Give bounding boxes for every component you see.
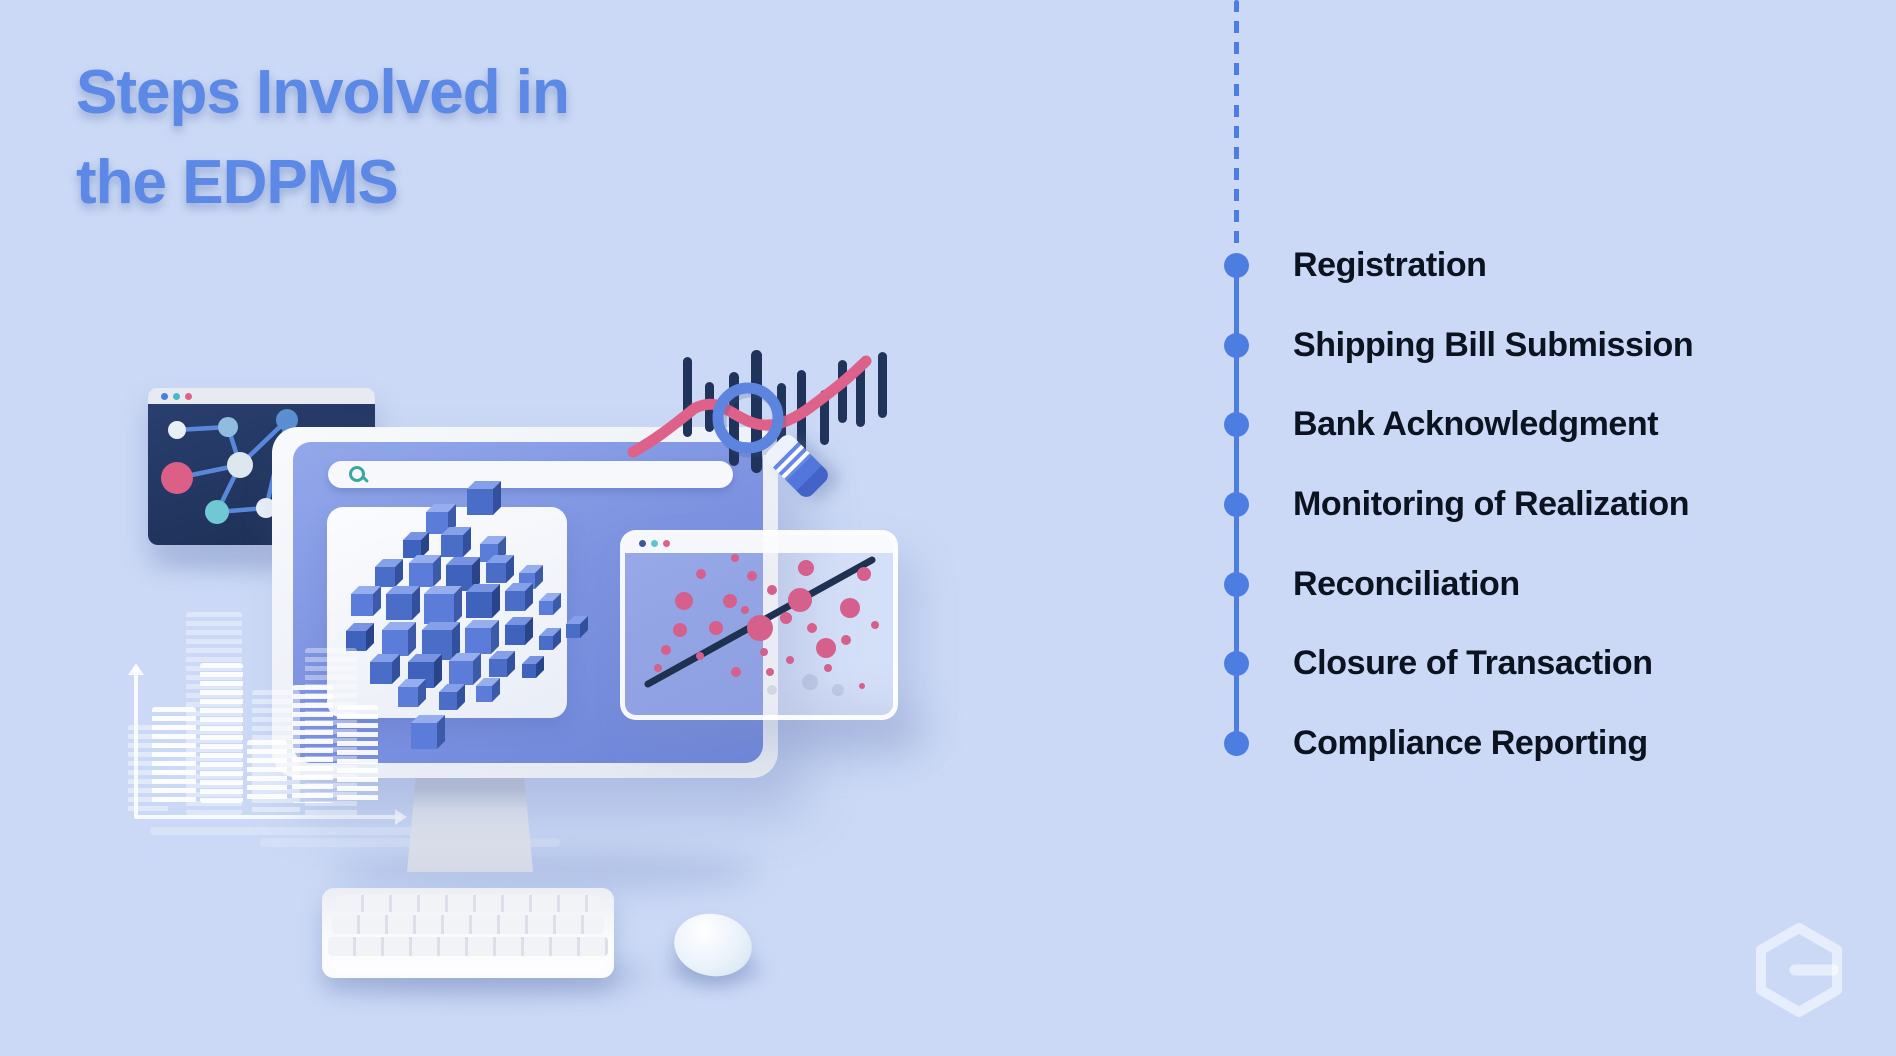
pink-trend-line bbox=[627, 355, 872, 458]
equalizer-bar bbox=[247, 740, 287, 803]
cube bbox=[386, 594, 412, 620]
cube bbox=[409, 563, 433, 587]
cube bbox=[346, 631, 366, 651]
timeline-dot bbox=[1224, 730, 1249, 756]
cube bbox=[426, 512, 448, 534]
y-axis-arrow-icon bbox=[128, 663, 144, 818]
hexagon-g-logo bbox=[1756, 923, 1842, 1017]
timeline-dot bbox=[1224, 252, 1249, 278]
timeline-step: Closure of Transaction bbox=[1224, 623, 1653, 703]
timeline-step: Reconciliation bbox=[1224, 544, 1520, 624]
window-dot-icon bbox=[161, 393, 168, 400]
cube bbox=[489, 659, 507, 677]
cube bbox=[466, 592, 492, 618]
keyboard-row bbox=[332, 915, 604, 934]
cube bbox=[375, 567, 395, 587]
chart-bar bbox=[838, 360, 847, 423]
keyboard-row bbox=[336, 895, 600, 912]
network-nodes bbox=[161, 409, 298, 524]
window-dot-icon bbox=[651, 540, 658, 547]
timeline-dot bbox=[1224, 571, 1249, 597]
cube bbox=[467, 489, 493, 515]
scatter-dots bbox=[654, 554, 879, 689]
title-line-2: the EDPMS bbox=[76, 148, 399, 217]
window-titlebar bbox=[625, 535, 893, 553]
cube bbox=[465, 628, 491, 654]
cube bbox=[505, 591, 525, 611]
timeline-step: Shipping Bill Submission bbox=[1224, 305, 1694, 385]
search-bar bbox=[328, 461, 733, 488]
chart-bar bbox=[820, 390, 829, 445]
window-dot-icon bbox=[185, 393, 192, 400]
search-icon bbox=[349, 466, 365, 482]
step-label: Registration bbox=[1293, 245, 1487, 284]
window-dot-icon bbox=[663, 540, 670, 547]
window-dot-icon bbox=[639, 540, 646, 547]
step-label: Reconciliation bbox=[1293, 564, 1520, 603]
x-axis-arrow-icon bbox=[134, 809, 407, 825]
equalizer-bar bbox=[292, 685, 333, 803]
timeline-dot bbox=[1224, 491, 1249, 517]
cube bbox=[403, 540, 421, 558]
timeline-step: Registration bbox=[1224, 225, 1487, 305]
keyboard bbox=[322, 888, 614, 978]
chart-bar bbox=[751, 350, 762, 473]
cube bbox=[382, 630, 408, 656]
timeline-step: Monitoring of Realization bbox=[1224, 464, 1689, 544]
cube bbox=[351, 594, 373, 616]
step-label: Bank Acknowledgment bbox=[1293, 404, 1659, 443]
scatter-plot-window bbox=[620, 530, 898, 720]
step-label: Shipping Bill Submission bbox=[1293, 325, 1694, 364]
cube bbox=[398, 687, 418, 707]
keyboard-row bbox=[328, 937, 608, 956]
title-line-1: Steps Involved in bbox=[76, 58, 570, 127]
cube bbox=[439, 692, 457, 710]
timeline-dot bbox=[1224, 332, 1249, 358]
equalizer-bar bbox=[200, 663, 243, 803]
scatter-window-shadow bbox=[770, 700, 930, 760]
cube bbox=[505, 625, 525, 645]
step-label: Closure of Transaction bbox=[1293, 643, 1653, 682]
monitor-ground-shadow bbox=[330, 850, 760, 892]
magnifier-icon bbox=[712, 382, 784, 454]
cube bbox=[539, 636, 553, 650]
cube bbox=[539, 601, 553, 615]
cube bbox=[424, 594, 454, 624]
window-titlebar bbox=[148, 388, 375, 404]
cube bbox=[476, 686, 492, 702]
page-title: Steps Involved in the EDPMS bbox=[76, 48, 570, 228]
keyboard-lip bbox=[330, 960, 606, 973]
cube bbox=[566, 624, 580, 638]
cube bbox=[522, 664, 536, 678]
cube bbox=[411, 723, 437, 749]
timeline-step: Compliance Reporting bbox=[1224, 703, 1648, 783]
equalizer-bar bbox=[152, 707, 196, 803]
equalizer-bar bbox=[337, 705, 378, 803]
cube bbox=[486, 563, 506, 583]
ground-streak bbox=[150, 827, 430, 835]
chart-bar bbox=[856, 365, 865, 427]
timeline-dashed-line bbox=[1234, 0, 1239, 250]
chart-bar bbox=[878, 352, 887, 418]
trend-curve-and-magnifier bbox=[627, 355, 872, 458]
cube bbox=[449, 661, 473, 685]
window-dot-icon bbox=[173, 393, 180, 400]
scatter-plot bbox=[644, 554, 879, 696]
cube bbox=[370, 662, 392, 684]
timeline-dot bbox=[1224, 650, 1249, 676]
scatter-shadow-dots bbox=[767, 674, 844, 696]
illustration-data-dashboard bbox=[0, 0, 1000, 1056]
step-label: Monitoring of Realization bbox=[1293, 484, 1690, 523]
timeline-step: Bank Acknowledgment bbox=[1224, 384, 1659, 464]
timeline-dot bbox=[1224, 411, 1249, 437]
monitor-stand bbox=[407, 776, 533, 872]
chart-bar bbox=[683, 357, 692, 437]
step-label: Compliance Reporting bbox=[1293, 723, 1648, 762]
cube bbox=[441, 535, 463, 557]
